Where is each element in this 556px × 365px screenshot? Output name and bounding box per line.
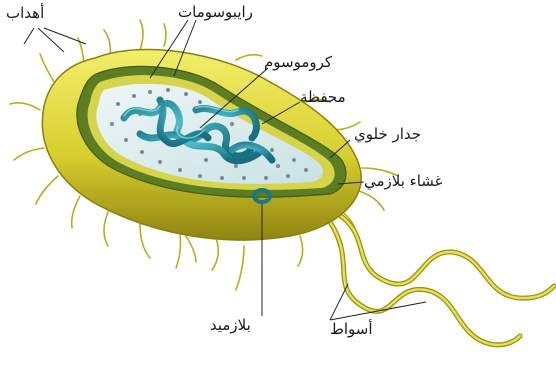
label-cell-wall: جدار خلوي bbox=[354, 127, 421, 142]
label-plasmid: بلازميد bbox=[210, 318, 251, 333]
label-flagella: أسواط bbox=[330, 322, 373, 337]
label-plasma-membrane: غشاء بلازمي bbox=[364, 174, 443, 189]
label-ribosomes: رايبوسومات bbox=[178, 5, 253, 20]
label-chromosome: كروموسوم bbox=[264, 55, 332, 70]
label-pili: أهداب bbox=[6, 6, 44, 21]
label-capsule: محفظة bbox=[300, 90, 346, 105]
